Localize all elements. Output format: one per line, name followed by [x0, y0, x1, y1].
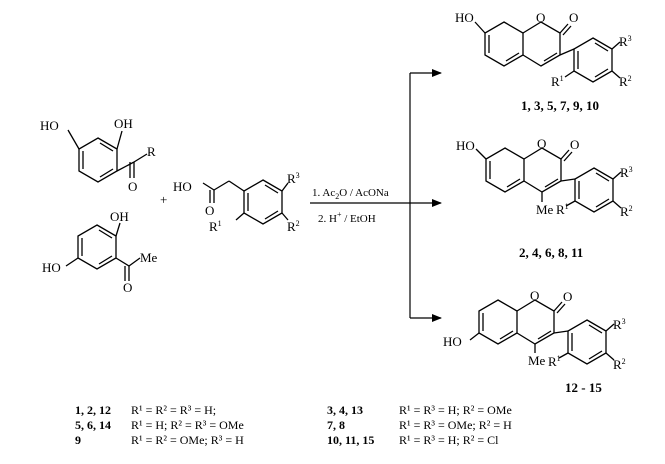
product-2-ring-o: O: [537, 136, 546, 151]
legend-row-3: 9 R¹ = R² = OMe; R³ = H: [75, 433, 244, 448]
reactant-resorcinol-ketone: [67, 129, 148, 183]
product-2-r3: R3: [620, 165, 633, 180]
product-1-ring-o: O: [536, 10, 545, 25]
legend-compounds: 1, 2, 12: [75, 403, 111, 417]
product-3-me: Me: [528, 353, 546, 368]
product-2-carbonyl-o: O: [570, 137, 579, 152]
product-2-me: Me: [536, 202, 554, 217]
reactant-b-carbonyl-o: O: [123, 280, 132, 295]
condition-step-2: 2. H+ / EtOH: [318, 210, 376, 225]
legend-definition: R¹ = R³ = OMe; R² = H: [399, 418, 512, 432]
product-3-carbonyl-o: O: [563, 289, 572, 304]
product-2-label: 2, 4, 6, 8, 11: [519, 245, 583, 260]
product-2-r1: R1: [556, 202, 569, 217]
product-3-label: 12 - 15: [565, 380, 602, 395]
product-2-ho: HO: [456, 138, 475, 153]
reactant-b-me: Me: [140, 250, 158, 265]
product-1-r2: R2: [619, 74, 632, 89]
reactant-phenylacetic-acid: [202, 179, 289, 225]
reactant-a-r: R: [147, 144, 156, 159]
product-1-r3: R3: [619, 34, 632, 49]
product-1-ho: HO: [455, 10, 474, 25]
reactant-b-oh: OH: [110, 209, 129, 224]
reactant-a-carbonyl-o: O: [128, 179, 137, 194]
product-3-r2: R2: [613, 357, 626, 372]
product-2-r2: R2: [620, 204, 633, 219]
reactant-a-oh: OH: [114, 116, 133, 131]
product-3-r1: R1: [548, 354, 561, 369]
product-1-carbonyl-o: O: [569, 10, 578, 25]
legend-definition: R¹ = R³ = H; R² = Cl: [399, 433, 499, 447]
legend-definition: R¹ = H; R² = R³ = OMe: [131, 418, 244, 432]
product-3-ring-o: O: [530, 288, 539, 303]
product-1-label: 1, 3, 5, 7, 9, 10: [521, 98, 599, 113]
legend-row-6: 10, 11, 15 R¹ = R³ = H; R² = Cl: [327, 433, 498, 448]
reactant-c-carbonyl-o: O: [205, 203, 214, 218]
reactant-c-ho: HO: [173, 179, 192, 194]
legend-row-2: 5, 6, 14 R¹ = H; R² = R³ = OMe: [75, 418, 244, 433]
product-3-ho: HO: [443, 334, 462, 349]
reactant-a-ho: HO: [40, 118, 59, 133]
product-coumarin-7oh-4me: [475, 147, 622, 213]
reactant-hydroquinone-ketone: [65, 222, 141, 281]
legend-compounds: 9: [75, 433, 81, 447]
legend-row-5: 7, 8 R¹ = R³ = OMe; R² = H: [327, 418, 512, 433]
legend-row-1: 1, 2, 12 R¹ = R² = R³ = H;: [75, 403, 216, 418]
legend-compounds: 3, 4, 13: [327, 403, 363, 417]
product-1-r1: R1: [551, 74, 564, 89]
legend-compounds: 10, 11, 15: [327, 433, 375, 447]
legend-definition: R¹ = R³ = H; R² = OMe: [399, 403, 512, 417]
product-coumarin-7oh: [474, 21, 621, 83]
legend-definition: R¹ = R² = R³ = H;: [131, 403, 217, 417]
legend-compounds: 5, 6, 14: [75, 418, 111, 432]
legend-row-4: 3, 4, 13 R¹ = R³ = H; R² = OMe: [327, 403, 512, 418]
reactant-c-r1: R1: [209, 219, 222, 234]
plus-sign: +: [160, 192, 167, 207]
condition-step-1: 1. Ac2O / AcONa: [312, 187, 389, 201]
product-3-r3: R3: [613, 317, 626, 332]
legend-compounds: 7, 8: [327, 418, 345, 432]
reactant-c-r3: R3: [287, 171, 300, 186]
legend-definition: R¹ = R² = OMe; R³ = H: [131, 433, 244, 447]
reaction-arrows: [310, 69, 442, 322]
reactant-c-r2: R2: [287, 219, 300, 234]
product-coumarin-6oh-4me: [469, 299, 615, 365]
reactant-b-ho: HO: [42, 260, 61, 275]
